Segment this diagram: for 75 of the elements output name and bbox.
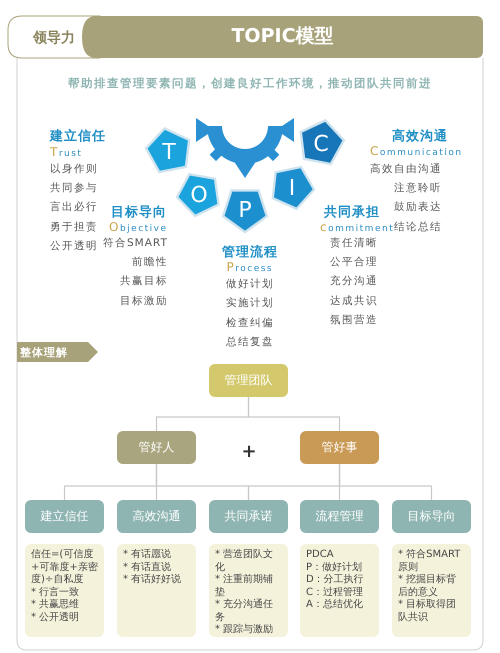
note-text: * 有话直说 [123,562,172,574]
subtitle: 帮助排查管理要素问题，创建良好工作环境，推动团队共同前进 [68,78,432,90]
list-item: 目标激励 [120,296,168,306]
note-text: * 有话愿说 [123,549,172,562]
list-item: 达成共识 [330,296,378,306]
list-item: 勇于担责 [50,222,98,232]
list-item: 做好计划 [226,279,274,290]
list-item: 言出必行 [50,202,98,212]
letter-label: O [190,185,208,207]
topic-heading: 目标导向 [111,206,167,219]
letter-label: T [162,142,176,164]
note-text: * 注重前期铺垫 [215,574,274,598]
list-item: 充分沟通 [330,276,378,286]
section-label: 整体理解 [20,347,68,358]
list-item: 结论总结 [394,222,442,232]
list-item: 前瞻性 [132,257,168,268]
note-card [392,544,471,637]
note-text: * 共赢思维 [31,599,80,612]
connector-line [248,397,340,431]
tree-box: 管好人 [117,431,196,464]
list-item: 责任清晰 [330,238,378,248]
list-item: 高效自由沟通 [370,164,442,174]
tree-box: 流程管理 [300,500,379,533]
note-card [300,544,379,637]
note-text: * 挖掘目标背后的意义 [398,574,458,598]
list-item: 以身作则 [50,164,98,174]
list-item: 总结复盘 [226,337,274,348]
connector-line [338,464,432,500]
note-text: * 符合SMART原则 [398,549,462,574]
note-text: A：总结优化 [306,599,364,612]
english-term: Objective [109,221,168,234]
list-item: 公开透明 [50,241,98,252]
topic-heading: 管理流程 [222,246,278,259]
note-text: * 目标取得团队共识 [398,599,458,624]
tree-box: 高效沟通 [117,500,196,533]
note-text: * 营造团队文化 [215,549,274,574]
list-item: 实施计划 [226,298,274,308]
note-text: C：过程管理 [306,586,364,598]
note-text: * 有话好好说 [123,574,182,586]
english-term: commitment [320,221,394,234]
note-text: P：做好计划 [306,562,364,574]
letter-label: P [238,200,252,222]
topic-heading: 高效沟通 [392,130,448,143]
note-card [25,544,104,637]
english-term: Communication [370,145,463,158]
list-item: 公平合理 [330,257,378,268]
note-text: * 行言一致 [31,586,80,598]
note-text: D：分工执行 [306,574,365,586]
tree-box: 建立信任 [25,500,104,533]
note-card [209,544,288,637]
list-item: 检查纠偏 [226,318,274,328]
tree-box: 管好事 [300,431,379,464]
note-card [117,544,196,637]
note-text: PDCA [306,549,335,562]
list-item: 符合SMART [103,238,168,248]
tab-label: 领导力 [33,31,75,45]
tree-box: 共同承诺 [209,500,288,533]
list-item: 鼓励表达 [394,202,442,212]
list-item: 氛围营造 [330,315,378,326]
note-text: * 公开透明 [31,612,80,624]
topic-heading: 建立信任 [50,130,106,143]
plus-sign: + [242,443,257,461]
tree-box: 管理团队 [209,364,288,397]
list-item: 共赢目标 [120,276,168,286]
letter-label: I [288,178,296,200]
note-text: * 充分沟通任务 [215,599,274,624]
diagram-title: TOPIC模型 [230,27,335,46]
english-term: Process [226,261,274,274]
note-text: * 跟踪与激励 [215,624,274,636]
list-item: 注意聆听 [394,183,442,194]
english-term: Trust [50,146,82,159]
tree-box: 目标导向 [392,500,471,533]
list-item: 共同参与 [50,183,98,194]
letter-label: C [313,134,329,156]
note-text: 信任=(可信度+可靠度+亲密度)÷自私度 [31,549,98,586]
